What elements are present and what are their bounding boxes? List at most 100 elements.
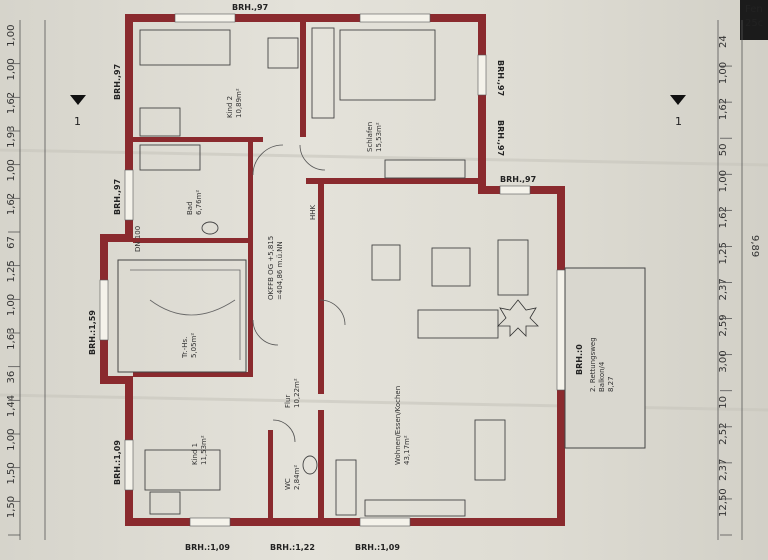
brh-stair: BRH.:1,59 (88, 310, 97, 355)
hhk-label: HHK (309, 204, 317, 220)
room-labels: Kind 2 10,89m² Schlafen 15,53m² Bad 6,76… (181, 88, 615, 490)
sofa (417, 309, 499, 339)
interior-walls (133, 22, 478, 518)
room-name-flur: Flur (284, 395, 292, 408)
dimension-label: 24 (718, 35, 729, 48)
room-area-kind2: 10,89m² (235, 88, 243, 118)
windows (99, 13, 566, 527)
dimension-label: 1,00 (6, 294, 17, 316)
section-marker-right (670, 95, 686, 105)
brh-kind2: BRH.,97 (113, 64, 122, 100)
brh-right-2: BRH.,97 (496, 120, 505, 156)
brh-bad: BRH.,97 (113, 179, 122, 215)
section-label-right: 1 (675, 115, 682, 128)
corner-text-1: Fen (745, 4, 763, 15)
brh-top: BRH.,97 (232, 3, 268, 12)
staircase (117, 259, 247, 373)
balcony-note: 2. Rettungsweg (589, 337, 597, 392)
dimension-label: 1,62 (6, 92, 17, 114)
dimension-label: 2,59 (718, 314, 729, 336)
dimension-label: 1,00 (6, 25, 17, 47)
double-bed (339, 29, 436, 101)
dimension-label: 1,00 (6, 58, 17, 80)
dimension-label: 36 (6, 371, 17, 384)
dimension-label: 2,37 (718, 459, 729, 481)
left-dimensions: 1,501,501,001,44361,631,001,25671,621,00… (6, 25, 20, 536)
plant-icon (497, 299, 539, 337)
dimension-label: 10 (718, 396, 729, 409)
kitchen-counter (335, 459, 357, 516)
sink-bad (201, 221, 219, 235)
room-name-kind2: Kind 2 (226, 96, 234, 118)
section-label-left: 1 (74, 115, 81, 128)
dimension-label: 1,50 (6, 496, 17, 518)
dn-label: DN 100 (134, 226, 142, 252)
dimension-label: 1,00 (6, 429, 17, 451)
dimension-label: 50 (718, 144, 729, 157)
dimension-label: 1,44 (6, 395, 17, 417)
balcony (564, 267, 646, 449)
dark-corner (740, 0, 768, 40)
dimension-label: 1,93 (6, 126, 17, 148)
door-swings (252, 144, 346, 443)
room-area-wohnen: 43,17m² (403, 435, 411, 465)
dimension-label: 1,00 (718, 170, 729, 192)
armchair (371, 244, 401, 281)
dimension-label: 2,52 (718, 423, 729, 445)
dimension-label: 67 (6, 236, 17, 249)
bed-kind1 (144, 449, 221, 491)
brh-balcony: BRH.:0 (575, 344, 584, 375)
room-name-kind1: Kind 1 (191, 443, 199, 465)
room-area-treppe: 5,05m² (190, 333, 198, 358)
wardrobe-schlafen (311, 27, 335, 119)
okffb-sub-label: =404,86 m.ü.NN (276, 241, 284, 300)
room-name-wohnen: Wohnen/Essen/Kochen (394, 386, 402, 465)
brh-right-1: BRH.,97 (496, 60, 505, 96)
room-name-treppe: Tr.-Hs. (181, 337, 189, 359)
dresser (384, 159, 466, 179)
bathtub (139, 144, 201, 171)
room-name-balkon: Balkon/4 (598, 361, 606, 392)
desk-kind2 (267, 37, 299, 69)
kitchen-row (364, 499, 466, 517)
dimension-label: 1,62 (6, 193, 17, 215)
okffb-label: OKFFB OG +5,815 (267, 236, 275, 300)
toilet-wc (302, 455, 318, 475)
room-area-flur: 10,22m² (293, 378, 301, 408)
brh-bottom-3: BRH.:1,09 (355, 543, 400, 552)
room-area-kind1: 11,53m² (200, 435, 208, 465)
brh-bottom-2: BRH.:1,22 (270, 543, 315, 552)
dimension-label: 1,00 (6, 159, 17, 181)
dimension-label: 1,25 (6, 260, 17, 282)
brh-mid: BRH.,97 (500, 175, 536, 184)
brh-bottom-1: BRH.:1,09 (185, 543, 230, 552)
room-name-schlafen: Schlafen (366, 122, 374, 152)
bed-kind2 (139, 29, 231, 66)
dimension-label: 1,62 (718, 98, 729, 120)
paper-fold (0, 393, 768, 412)
right-dimensions: 12,50 2,37 2,52 10 3,00 2,59 2,37 1,25 1,62 1,00 5… (718, 35, 732, 536)
paper-fold (0, 148, 768, 167)
dimension-label: 2,37 (718, 278, 729, 300)
sofa-side (497, 239, 529, 296)
section-marker-left (70, 95, 86, 105)
coffee-table (431, 247, 471, 287)
brh-labels: BRH.,97 BRH.,97 BRH.,97 BRH.:1,59 BRH.:1… (88, 3, 584, 552)
wardrobe-kind2 (139, 107, 181, 137)
dimension-label: 1,00 (718, 62, 729, 84)
dimension-label: 1,62 (718, 206, 729, 228)
corner-text-2: 25c (745, 18, 763, 29)
room-name-bad: Bad (186, 201, 194, 215)
dimension-label: 3,00 (718, 350, 729, 372)
dimension-label: 1,25 (718, 242, 729, 264)
stair-curve (149, 299, 236, 316)
room-area-wc: 2,84m² (293, 465, 301, 490)
dimension-label: 12,50 (718, 488, 729, 517)
room-name-wc: WC (284, 478, 292, 490)
furniture (139, 27, 529, 517)
stair-line (130, 269, 241, 360)
desk-kind1 (149, 491, 181, 515)
right-total: 9,89 (749, 235, 760, 257)
dimension-label: 1,63 (6, 328, 17, 350)
